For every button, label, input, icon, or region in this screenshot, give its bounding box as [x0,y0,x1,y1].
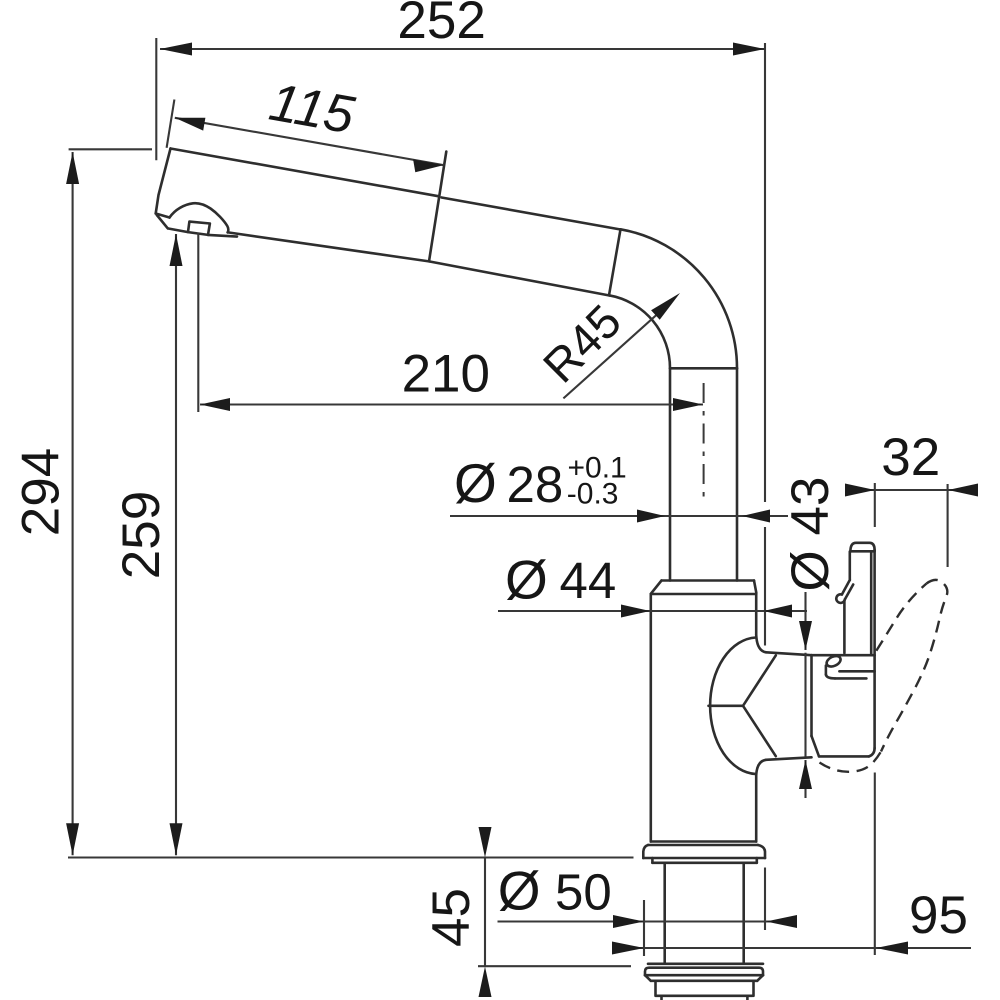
svg-text:115: 115 [265,73,359,146]
svg-text:252: 252 [397,0,485,50]
svg-text:Ø: Ø [498,860,541,922]
svg-text:210: 210 [402,345,490,404]
svg-text:28: 28 [507,456,564,513]
svg-text:294: 294 [12,448,71,536]
svg-text:44: 44 [560,552,617,609]
svg-text:259: 259 [112,491,171,579]
svg-text:Ø 43: Ø 43 [781,477,840,592]
svg-text:95: 95 [909,886,968,945]
svg-text:45: 45 [422,888,481,947]
svg-text:32: 32 [881,428,940,487]
svg-text:Ø: Ø [454,452,497,514]
svg-text:-0.3: -0.3 [567,478,619,511]
svg-text:+0.1: +0.1 [568,452,627,485]
svg-text:50: 50 [555,864,612,921]
svg-text:Ø: Ø [505,549,548,611]
